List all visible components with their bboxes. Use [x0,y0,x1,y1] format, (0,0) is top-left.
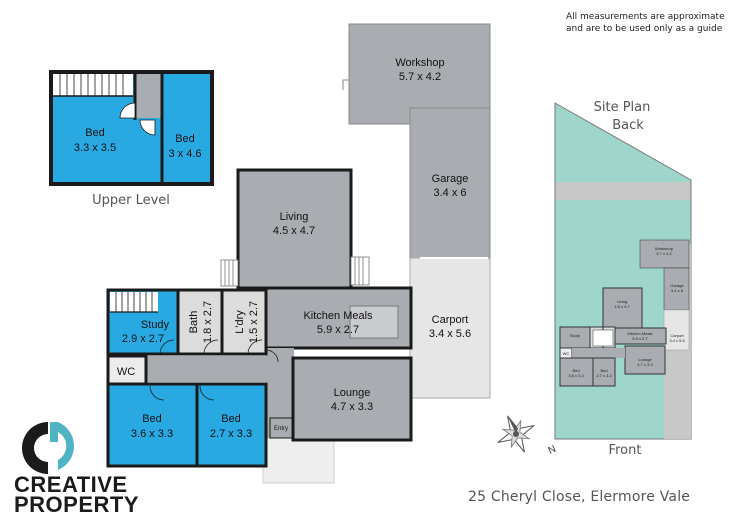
brand-name-line1: CREATIVE [14,472,128,497]
bath-room [176,288,224,356]
site-mini-label-1: 5.7 x 4.2 [656,251,672,256]
wc-name: WC [117,366,135,378]
bed1-name: Bed [142,413,162,425]
site-mini-label-14: Bed [572,368,579,373]
workshop-dims: 5.7 x 4.2 [399,71,441,83]
site-mini-label-4: Carport [670,333,684,338]
disclaimer-line-2: and are to be used only as a guide [566,24,723,34]
bed2-dims: 2.7 x 3.3 [210,428,252,440]
upper-level-plan: Bed 3.3 x 3.5 Bed 3 x 4.6 Upper Level [49,70,214,208]
site-plan: Workshop 5.7 x 4.2 Garage 3.4 x 6 Carpor… [554,100,692,458]
bed1-dims: 3.6 x 3.3 [131,428,173,440]
site-plan-back-label: Back [612,118,644,133]
site-mini-label-9: 5.9 x 2.7 [632,336,648,341]
site-mini-label-6: Living [617,299,627,304]
entry-area [269,417,293,439]
site-mini-label-11: 4.7 x 3.3 [637,362,653,367]
study-dims: 2.9 x 2.7 [122,333,164,345]
garage-dims: 3.4 x 6 [433,187,466,199]
garage-room [409,107,491,261]
creative-property-logo [22,422,74,474]
workshop-room [348,23,491,125]
disclaimer-line-1: All measurements are approximate [566,12,725,22]
carport-dims: 3.4 x 5.6 [429,328,471,340]
site-mini-label-16: Bed [600,368,607,373]
entry-name: Entry [274,426,288,432]
site-mini-label-15: 3.6 x 3.3 [568,373,584,378]
site-mini-label-8: Kitchen Meals [627,331,652,336]
measurement-disclaimer: All measurements are approximate and are… [566,11,725,35]
carport-area [409,257,491,399]
site-mini-building: Workshop 5.7 x 4.2 Garage 3.4 x 6 Carpor… [559,239,690,387]
upper-staircase [53,74,133,96]
workshop-name: Workshop [395,57,444,69]
entry-paving [262,437,335,484]
upper-bed2-dims: 3 x 4.6 [168,148,201,160]
bed2-room [195,382,268,468]
upper-bed1-dims: 3.3 x 3.5 [74,142,116,154]
kitchen-dims: 5.9 x 2.7 [317,324,359,336]
living-steps-right [350,256,370,286]
site-mini-label-7: 4.5 x 4.7 [614,304,630,309]
laundry-dims: 1.5 x 2.7 [248,301,260,343]
compass-north-label: N [547,444,558,457]
bath-name: Bath [188,311,200,334]
bed2-name: Bed [221,413,241,425]
compass-rose-icon: N [497,415,558,457]
outbuildings: Workshop 5.7 x 4.2 Garage 3.4 x 6 Carpor… [342,21,491,399]
kitchen-bench [349,305,399,339]
site-mini-label-13: WC [563,351,570,356]
laundry-room [220,288,268,356]
bed1-room [106,382,199,468]
garage-name: Garage [432,173,469,185]
site-mini-label-3: 3.4 x 6 [671,288,684,293]
bath-dims: 1.8 x 2.7 [202,301,214,343]
kitchen-name: Kitchen Meals [303,310,373,322]
lounge-room [291,356,413,442]
ground-level-plan: Living 4.5 x 4.7 Kitchen Meals 5.9 x 2.7… [106,168,413,484]
site-plan-front-label: Front [609,443,642,458]
upper-bed1-name: Bed [85,127,105,139]
site-mini-label-0: Workshop [655,246,674,251]
site-plan-title: Site Plan [594,100,651,115]
study-name: Study [141,319,170,331]
site-driveway [556,182,690,200]
living-dims: 4.5 x 4.7 [273,225,315,237]
site-mini-label-2: Garage [670,283,684,288]
living-steps-left [220,259,239,287]
brand-name-line2: PROPERTY [14,492,140,517]
upper-bed2-name: Bed [175,133,195,145]
lounge-dims: 4.7 x 3.3 [331,401,373,413]
living-room [236,168,353,290]
living-name: Living [280,211,309,223]
site-mini-label-5: 3.4 x 5.6 [669,338,685,343]
property-address: 25 Cheryl Close, Elermore Vale [468,489,691,505]
site-mini-label-17: 2.7 x 3.3 [596,373,612,378]
lounge-name: Lounge [334,387,371,399]
carport-name: Carport [432,314,469,326]
upper-level-label: Upper Level [92,193,170,208]
site-mini-label-12: Study [570,333,580,338]
laundry-name: L'dry [234,310,246,334]
site-mini-label-10: Lounge [638,357,652,362]
